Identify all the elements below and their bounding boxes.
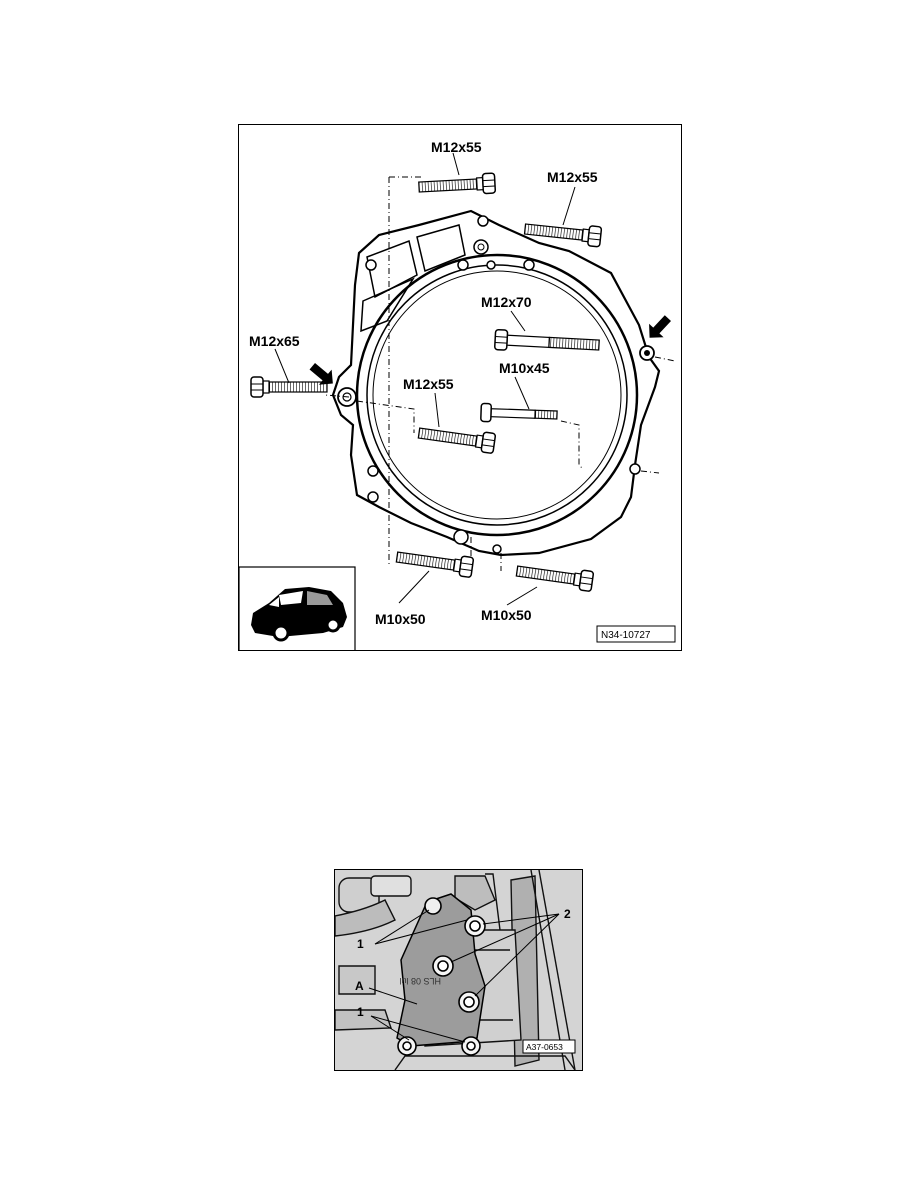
bolt-m12x55-top-right bbox=[523, 186, 603, 248]
vehicle-inset bbox=[239, 566, 356, 650]
callout-1-lower: 1 bbox=[357, 1005, 364, 1019]
bolt-m12x55-top-left bbox=[417, 152, 497, 198]
label-bottom-left: M10x50 bbox=[375, 611, 426, 627]
figure-code: N34-10727 bbox=[601, 630, 651, 641]
callout-2: 2 bbox=[564, 907, 571, 921]
callout-lines bbox=[368, 909, 560, 1043]
transmission-bolt-diagram: M12x55 M12x55 M12x65 M12x70 M10x45 M12x5… bbox=[238, 124, 682, 651]
arrow-icon-right bbox=[648, 315, 672, 338]
label-center-upper: M12x70 bbox=[481, 294, 532, 310]
alignment-lines bbox=[324, 176, 676, 571]
bolt-m10x50-bottom-right bbox=[506, 560, 595, 606]
bracket-bolt-photo: HLS 08 lul 1 2 A 1 A37-0653 bbox=[334, 869, 583, 1071]
bolt-m10x50-bottom-left bbox=[394, 546, 475, 604]
car-icon bbox=[251, 587, 347, 642]
label-top-left: M12x55 bbox=[431, 139, 482, 155]
callout-1-upper: 1 bbox=[357, 937, 364, 951]
bolt-m12x70-center-upper bbox=[493, 310, 601, 356]
bolt-m10x45-center bbox=[480, 376, 558, 423]
bolt-m12x55-center-left bbox=[416, 392, 497, 455]
label-top-right: M12x55 bbox=[547, 169, 598, 185]
bolt-m12x65-left bbox=[250, 348, 328, 398]
bolts bbox=[397, 897, 486, 1056]
housing-flange bbox=[331, 209, 661, 557]
label-center: M10x45 bbox=[499, 360, 550, 376]
figure-code: A37-0653 bbox=[526, 1042, 563, 1052]
label-left: M12x65 bbox=[249, 333, 300, 349]
part-marking: HLS 08 lul bbox=[399, 976, 441, 986]
callout-a: A bbox=[355, 979, 364, 993]
label-center-left: M12x55 bbox=[403, 376, 454, 392]
label-bottom-right: M10x50 bbox=[481, 607, 532, 623]
